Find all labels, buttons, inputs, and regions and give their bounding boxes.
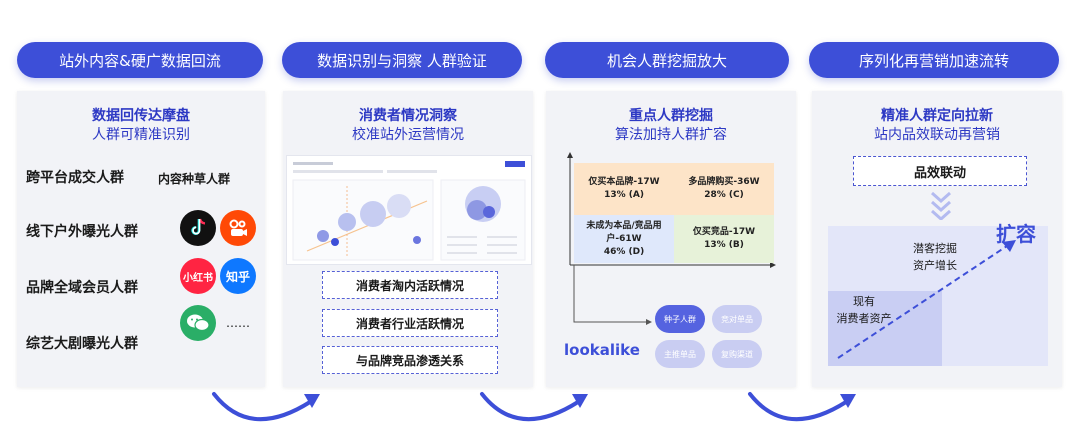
existing-assets-area [828, 291, 942, 366]
stage-2-pill: 数据识别与洞察 人群验证 [282, 42, 522, 78]
dashboard-thumbnail-graphic [292, 161, 526, 261]
taobao-activity-label: 消费者淘内活跃情况 [355, 278, 464, 293]
panel4-subtitle: 站内品效联动再营销 [874, 127, 1000, 143]
stage-4-pill: 序列化再营销加速流转 [809, 42, 1059, 78]
quadrant-a-label: 仅买本品牌-17W [588, 177, 660, 187]
panel1-subtitle: 人群可精准识别 [92, 127, 190, 143]
stage-3-label: 机会人群挖掘放大 [606, 51, 727, 70]
existing-line-2: 消费者资产 [836, 312, 892, 325]
panel3-subtitle: 算法加持人群扩容 [615, 127, 727, 143]
existing-line-1: 现有 [853, 295, 875, 308]
arrow-head-1 [304, 394, 320, 408]
row-members: 品牌全域会员人群 [26, 280, 138, 296]
panel1-title: 数据回传达摩盘 [92, 108, 190, 124]
connector-arrow-3 [748, 392, 848, 422]
potential-line-2: 资产增长 [913, 259, 957, 272]
quadrant-c-value: 28% (C) [704, 190, 744, 200]
brand-effect-label: 品效联动 [913, 165, 966, 181]
stage-1-pill: 站外内容&硬广数据回流 [17, 42, 263, 78]
quadrant-d-label: 未成为本品/竞品用户-61W [586, 220, 662, 244]
competitor-penetration-button[interactable]: 与品牌竞品渗透关系 [322, 346, 498, 374]
quadrant-a-value: 13% (A) [604, 190, 644, 200]
main-product-bubble: 主推单品 [655, 340, 705, 368]
chevron-down-icon [931, 191, 951, 220]
panel4-title: 精准人群定向拉新 [881, 108, 993, 124]
taobao-activity-button[interactable]: 消费者淘内活跃情况 [322, 271, 498, 299]
more-ellipsis: …… [226, 316, 250, 330]
quadrant-competitor-only: 仅买竞品-17W 13% (B) [674, 215, 774, 263]
quadrant-d-value: 46% (D) [603, 246, 645, 257]
lookalike-label: lookalike [564, 341, 640, 359]
competitor-product-label: 竞对单品 [721, 314, 753, 324]
panel3-title: 重点人群挖掘 [629, 108, 713, 124]
wechat-icon [180, 305, 216, 341]
panel2-title: 消费者情况洞察 [359, 108, 457, 124]
potential-line-1: 潜客挖掘 [913, 242, 957, 255]
repurchase-channel-label: 复购渠道 [721, 349, 753, 359]
industry-activity-button[interactable]: 消费者行业活跃情况 [322, 309, 498, 337]
repurchase-channel-bubble: 复购渠道 [712, 340, 762, 368]
quadrant-b-label: 仅买竞品-17W [692, 227, 756, 237]
connector-arrow-1 [212, 392, 312, 422]
row-offline: 线下户外曝光人群 [26, 224, 138, 240]
quadrant-multi-brand: 多品牌购买-36W 28% (C) [674, 163, 774, 215]
xiaohongshu-text: 小红书 [183, 272, 213, 284]
quadrant-non-user: 未成为本品/竞品用户-61W 46% (D) [574, 215, 674, 263]
stage-4-label: 序列化再营销加速流转 [858, 51, 1009, 70]
industry-activity-label: 消费者行业活跃情况 [355, 316, 464, 331]
xiaohongshu-icon: 小红书 [180, 258, 216, 294]
panel2-subtitle: 校准站外运营情况 [352, 127, 464, 143]
seed-audience-bubble: 种子人群 [655, 305, 705, 333]
competitor-penetration-label: 与品牌竞品渗透关系 [355, 353, 464, 368]
arrow-head-3 [840, 394, 856, 408]
row-cross-platform: 跨平台成交人群 [26, 170, 124, 186]
stage-3-pill: 机会人群挖掘放大 [545, 42, 789, 78]
expand-label: 扩容 [996, 222, 1036, 246]
quadrant-b-value: 13% (B) [704, 240, 744, 250]
potential-label: 潜客挖掘 资产增长 [913, 240, 957, 274]
growth-arrow [837, 240, 1016, 359]
content-seeding-label: 内容种草人群 [158, 172, 231, 186]
stage-2-label: 数据识别与洞察 人群验证 [317, 51, 487, 70]
stage-1-label: 站外内容&硬广数据回流 [59, 51, 221, 70]
quadrant-axes [567, 152, 776, 325]
row-variety: 综艺大剧曝光人群 [26, 336, 138, 352]
competitor-product-bubble: 竞对单品 [712, 305, 762, 333]
zhihu-icon: 知乎 [220, 258, 256, 294]
zhihu-text: 知乎 [225, 269, 250, 284]
seed-audience-label: 种子人群 [664, 314, 696, 324]
dashboard-thumbnail [286, 155, 532, 265]
quadrant-brand-only: 仅买本品牌-17W 13% (A) [574, 163, 674, 215]
connector-arrow-2 [480, 392, 580, 422]
main-product-label: 主推单品 [664, 349, 696, 359]
quadrant-c-label: 多品牌购买-36W [688, 177, 760, 187]
brand-effect-button[interactable]: 品效联动 [853, 156, 1027, 186]
flow-connectors [212, 392, 856, 422]
existing-label: 现有 消费者资产 [832, 293, 896, 327]
kuaishou-icon [220, 210, 256, 246]
douyin-icon [180, 210, 216, 246]
arrow-head-2 [572, 394, 588, 408]
